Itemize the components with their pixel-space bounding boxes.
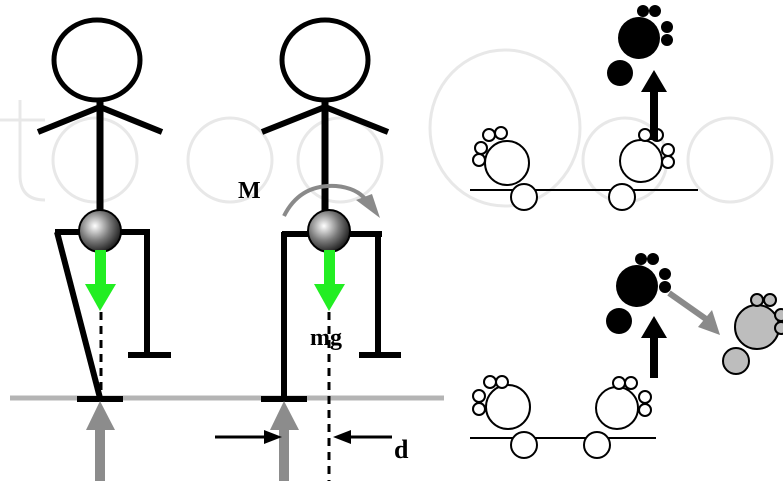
reaction-arrow	[86, 401, 115, 481]
support-circle	[510, 183, 538, 211]
offset-dimension	[215, 430, 392, 444]
com-ball-icon	[307, 209, 351, 253]
support-circle	[583, 431, 611, 459]
head	[279, 17, 371, 103]
feet-diagram-bottom	[470, 253, 783, 459]
foot-icon	[472, 126, 530, 186]
arms	[36, 103, 164, 135]
com-ball-icon	[78, 209, 122, 253]
moment-arrowhead	[356, 194, 380, 218]
gravity-arrow	[85, 250, 116, 311]
moment-label: M	[238, 178, 261, 204]
moment-arrow	[282, 183, 368, 217]
support-circle	[510, 431, 538, 459]
lift-arrow	[641, 316, 667, 378]
shift-arrow	[667, 290, 720, 335]
arms	[260, 103, 390, 135]
figure-middle: M mg d	[215, 17, 409, 481]
foot-icon	[606, 253, 671, 334]
reaction-arrow	[270, 401, 299, 481]
foot-icon	[595, 376, 652, 430]
weight-label: mg	[310, 325, 342, 351]
foot-icon	[607, 5, 673, 86]
foot-icon	[472, 375, 531, 430]
lift-arrow	[641, 70, 667, 140]
foot-icon	[619, 128, 675, 183]
gravity-arrow	[314, 250, 345, 311]
head	[51, 17, 143, 103]
feet-diagram-top	[470, 5, 698, 211]
figure-left	[36, 17, 171, 481]
support-circle	[608, 183, 636, 211]
offset-label: d	[394, 435, 409, 464]
left-leg-slanted	[54, 231, 103, 399]
foot-icon	[722, 293, 783, 375]
